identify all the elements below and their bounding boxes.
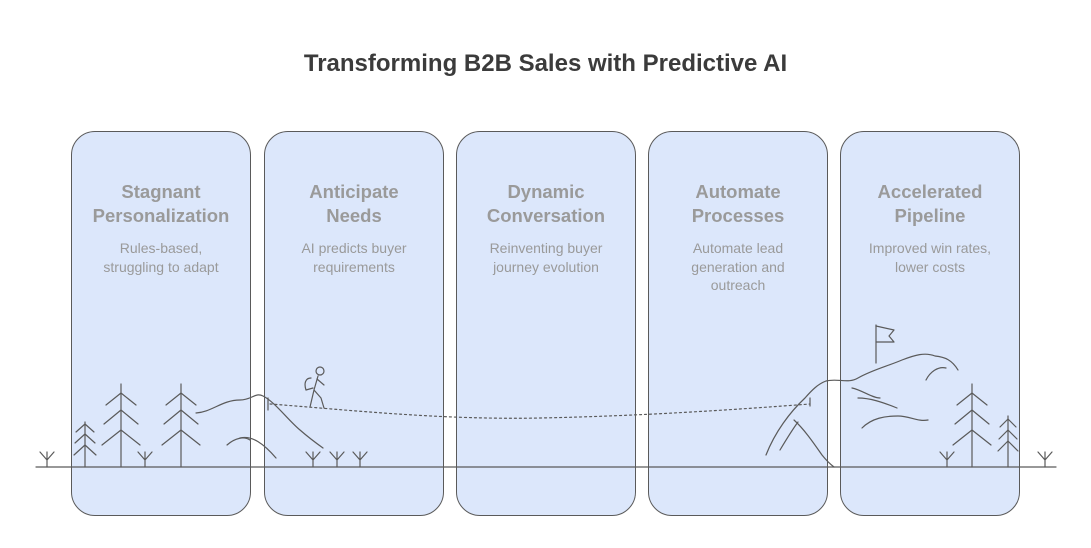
stage-description: AI predicts buyer requirements <box>301 240 407 275</box>
stage-card-3: Dynamic Conversation Reinventing buyer j… <box>456 131 636 516</box>
stage-card-2: Anticipate Needs AI predicts buyer requi… <box>264 131 444 516</box>
diagram-title: Transforming B2B Sales with Predictive A… <box>303 50 788 77</box>
stage-heading: Anticipate Needs <box>309 181 399 226</box>
hiker-icon <box>304 366 325 409</box>
pine-tree-icon <box>952 383 992 468</box>
grass-sprout-icon <box>137 451 153 468</box>
stage-description: Reinventing buyer journey evolution <box>489 240 603 275</box>
mountain-icon <box>765 353 959 468</box>
hill-icon <box>195 394 324 459</box>
grass-sprout-icon <box>939 451 955 468</box>
stage-heading: Stagnant Personalization <box>92 181 230 226</box>
stage-heading: Accelerated Pipeline <box>877 181 983 226</box>
flag-icon <box>875 324 895 364</box>
stage-description: Automate lead generation and outreach <box>691 240 785 293</box>
pine-tree-icon <box>161 383 201 468</box>
stage-description: Improved win rates, lower costs <box>868 240 992 275</box>
dotted-path-icon <box>269 403 811 419</box>
stage-heading: Dynamic Conversation <box>486 181 606 226</box>
pine-tree-icon <box>101 383 141 468</box>
grass-sprout-icon <box>1037 451 1053 468</box>
pine-tree-icon <box>73 421 97 468</box>
stage-heading: Automate Processes <box>691 181 785 226</box>
pine-tree-icon <box>997 415 1019 468</box>
stage-card-1: Stagnant Personalization Rules-based, st… <box>71 131 251 516</box>
grass-sprout-icon <box>39 451 55 468</box>
stage-card-4: Automate Processes Automate lead generat… <box>648 131 828 516</box>
grass-sprout-icon <box>305 451 368 468</box>
stage-card-5: Accelerated Pipeline Improved win rates,… <box>840 131 1020 516</box>
stage-description: Rules-based, struggling to adapt <box>103 240 219 275</box>
